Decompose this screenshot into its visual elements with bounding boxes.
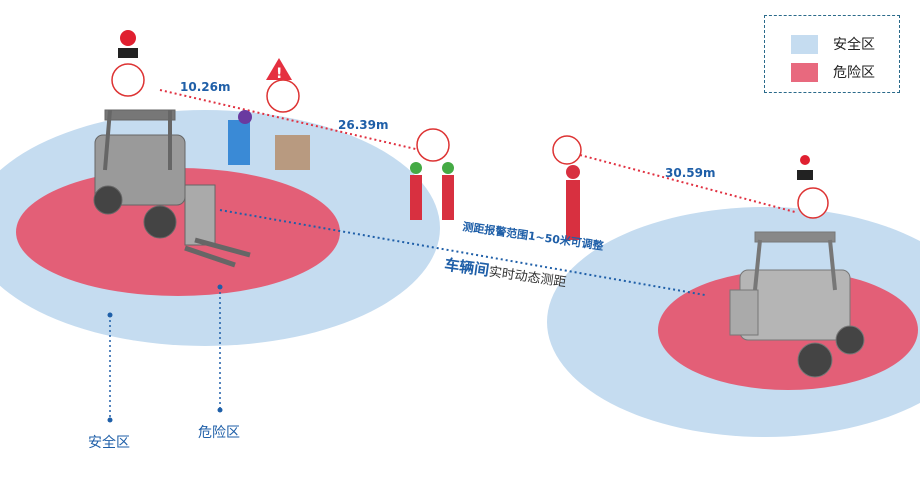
distance-line-blue (219, 209, 706, 296)
tag-device-icons (111, 63, 829, 219)
svg-text:!: ! (276, 66, 282, 82)
distance-line-red-2 (579, 154, 796, 213)
alarm-light-icon (120, 30, 136, 46)
distance-label-2: 26.39m (338, 118, 389, 132)
danger-zone-label: 危险区 (198, 425, 240, 441)
warning-icon (266, 58, 292, 80)
distance-label-3: 30.59m (665, 166, 716, 180)
safe-zone-label: 安全区 (88, 435, 130, 451)
legend-item-safe: 安全区 (791, 34, 875, 54)
distance-label-1: 10.26m (180, 80, 231, 94)
alarm-light-icon (800, 155, 810, 165)
forklift-left-icon (93, 109, 251, 268)
forklift-right-icon (729, 231, 865, 378)
legend: 安全区 危险区 (764, 15, 900, 93)
worker-icons (228, 110, 580, 240)
legend-item-danger: 危险区 (791, 62, 875, 82)
